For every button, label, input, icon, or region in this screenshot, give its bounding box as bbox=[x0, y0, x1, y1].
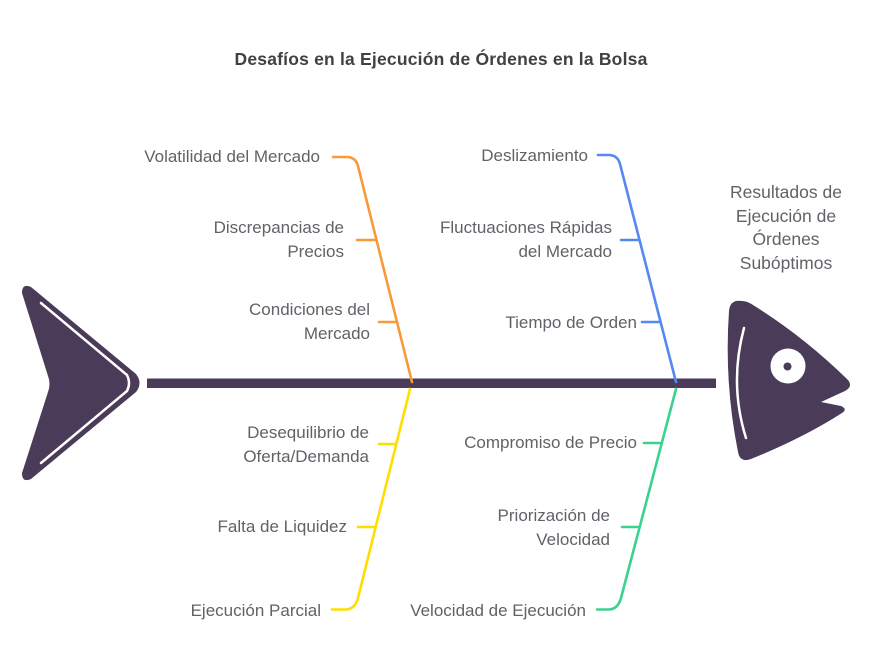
cause-volatilidad-del-mercado: Volatilidad del Mercado bbox=[144, 147, 320, 166]
fish-parts bbox=[22, 285, 851, 481]
effect-label: Resultados de Ejecución de Órdenes Subóp… bbox=[730, 182, 842, 273]
fish-gill-line bbox=[735, 326, 748, 440]
branch-bottom-left bbox=[330, 387, 412, 611]
cause-compromiso-de-precio: Compromiso de Precio bbox=[464, 433, 637, 452]
cause-tiempo-de-orden: Tiempo de Orden bbox=[505, 313, 637, 332]
branch-line bbox=[596, 153, 678, 384]
cause-deslizamiento: Deslizamiento bbox=[481, 146, 588, 165]
cause-falta-de-liquidez: Falta de Liquidez bbox=[217, 517, 347, 536]
fish-eye-pupil bbox=[783, 362, 792, 371]
branch-line bbox=[331, 155, 414, 384]
cause-discrepancias-de-precios: Discrepancias de Precios bbox=[213, 218, 344, 261]
cause-fluctuaciones-rapidas: Fluctuaciones Rápidas del Mercado bbox=[440, 218, 612, 261]
branch-bottom-right bbox=[595, 387, 678, 611]
branch-top-left bbox=[331, 155, 414, 384]
branch-line bbox=[595, 387, 678, 611]
cause-desequilibrio-oferta-demanda: Desequilibrio de Oferta/Demanda bbox=[243, 423, 369, 466]
branch-line bbox=[330, 387, 412, 611]
cause-priorizacion-de-velocidad: Priorización de Velocidad bbox=[497, 506, 610, 549]
branch-top-right bbox=[596, 153, 678, 384]
diagram-title: Desafíos en la Ejecución de Órdenes en l… bbox=[234, 49, 648, 69]
cause-ejecucion-parcial: Ejecución Parcial bbox=[190, 601, 321, 620]
fish-tail-inset-line bbox=[39, 301, 131, 465]
spine-line bbox=[147, 378, 716, 388]
fish-tail bbox=[22, 285, 140, 481]
cause-condiciones-del-mercado: Condiciones del Mercado bbox=[249, 300, 370, 343]
cause-velocidad-de-ejecucion: Velocidad de Ejecución bbox=[410, 601, 586, 620]
